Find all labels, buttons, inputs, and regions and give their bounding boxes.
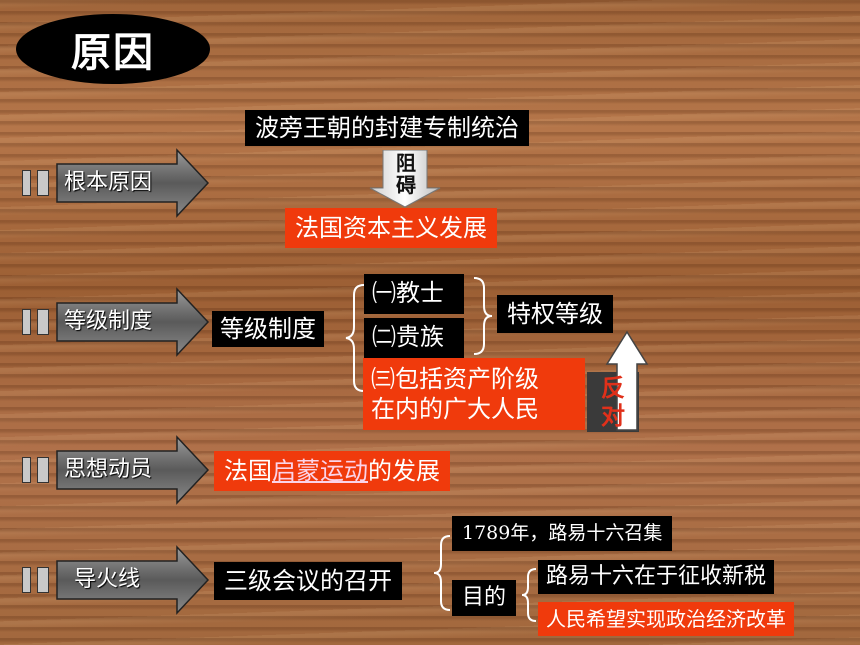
decor-bar [22,567,31,593]
estate-system-box: 等级制度 [212,311,324,347]
category-label: 导火线 [74,567,141,592]
category-arrow-icon [56,435,210,505]
fuse-brace-icon [433,535,451,611]
category-label: 根本原因 [64,170,153,195]
people-purpose-box: 人民希望实现政治经济改革 [538,602,794,636]
year-convened-box: 1789年，路易十六召集 [452,516,673,551]
page-title: 原因 [16,14,210,84]
decor-bar [37,309,49,335]
decor-bar [22,170,31,196]
decor-bar [22,309,31,335]
category-label: 思想动员 [64,457,153,482]
enlightenment-prefix: 法国 [224,457,272,485]
category-estates: 等级制度 [22,287,212,357]
capitalism-box: 法国资本主义发展 [285,208,497,248]
clergy-box: ㈠教士 [364,274,464,314]
monarchy-rule-box: 波旁王朝的封建专制统治 [245,110,529,146]
up-arrow-icon [605,330,649,431]
left-brace-icon [345,284,365,392]
hinder-label: 阻碍 [396,151,416,197]
third-estate-line1: ㈢包括资产阶级 [371,365,539,393]
category-label: 等级制度 [64,309,153,334]
hinder-arrow-icon [369,150,441,208]
purpose-label: 目的 [452,580,517,616]
category-root-cause: 根本原因 [22,148,212,218]
category-arrow-icon [56,287,210,357]
right-brace-icon [473,277,493,355]
decor-bar [37,170,49,196]
estates-general-box: 三级会议的召开 [214,562,402,600]
privileged-estate-box: 特权等级 [497,295,613,333]
category-ideology: 思想动员 [22,435,212,505]
category-arrow-icon [56,148,210,218]
decor-bar [37,457,49,483]
enlightenment-link[interactable]: 启蒙运动 [272,457,368,485]
third-estate-box: ㈢包括资产阶级 在内的广大人民 [363,358,585,430]
king-purpose-box: 路易十六在于征收新税 [538,560,775,594]
oppose-label: 反对 [601,374,625,430]
category-arrow-icon [56,545,210,615]
decor-bar [22,457,31,483]
nobility-box: ㈡贵族 [364,318,464,358]
enlightenment-box: 法国启蒙运动的发展 [214,451,450,491]
third-estate-line2: 在内的广大人民 [371,395,539,423]
purpose-brace-icon [521,568,537,622]
enlightenment-suffix: 的发展 [368,457,440,485]
decor-bar [37,567,49,593]
category-fuse: 导火线 [22,545,212,615]
